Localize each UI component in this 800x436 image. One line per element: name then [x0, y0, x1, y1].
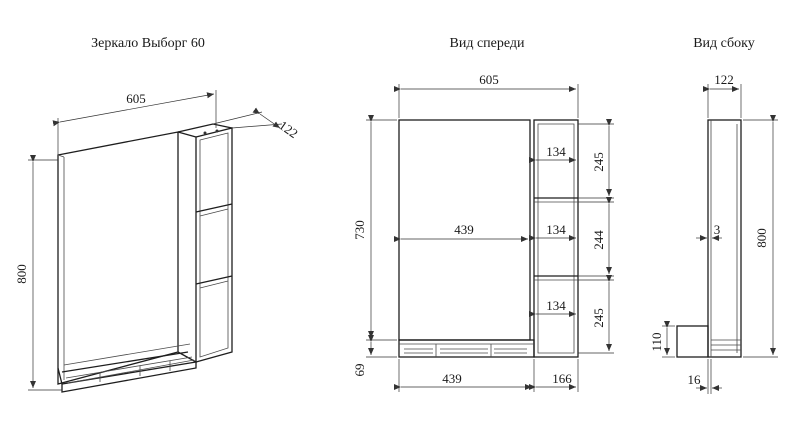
side-dim-depth-label: 122 — [714, 72, 734, 87]
iso-dim-depth-label: 122 — [276, 118, 301, 141]
side-base — [676, 325, 709, 358]
title-front-view: Вид спереди — [449, 36, 525, 51]
iso-shelf-2 — [195, 275, 233, 285]
iso-shelf-1 — [195, 203, 233, 213]
front-dim-shelf-3-label: 134 — [546, 298, 566, 313]
side-view: 122 800 3 110 16 — [649, 72, 778, 394]
side-dim-height-label: 800 — [754, 228, 769, 248]
front-dim-bottom-right-label: 166 — [552, 371, 572, 386]
front-dim-shelf-h3-label: 245 — [591, 308, 606, 328]
iso-light-1 — [203, 131, 207, 135]
title-side-view: Вид сбоку — [693, 36, 755, 51]
front-bottom-shelf — [398, 339, 535, 358]
side-dim-gap-label: 3 — [714, 222, 721, 237]
front-dim-plinth-label: 69 — [352, 364, 367, 377]
iso-cabinet-front — [195, 127, 233, 363]
title-main: Зеркало Выборг 60 — [91, 36, 205, 51]
side-dim-base-height-label: 110 — [649, 332, 664, 351]
front-dim-mirror-label: 439 — [454, 222, 474, 237]
side-dim-base-depth-label: 16 — [688, 372, 702, 387]
iso-cabinet-side — [177, 131, 197, 364]
front-dim-shelf-2-label: 134 — [546, 222, 566, 237]
front-dim-height-label: 730 — [352, 220, 367, 240]
iso-dim-width — [52, 92, 215, 127]
front-view: 605 730 69 439 134 134 134 245 244 245 — [352, 72, 614, 392]
front-dim-shelf-h1-label: 245 — [591, 152, 606, 172]
iso-cabinet-top — [177, 123, 233, 133]
front-dim-bottom-left-label: 439 — [442, 371, 462, 386]
iso-dim-height-label: 800 — [14, 264, 29, 284]
front-dim-shelf-h2-label: 244 — [591, 230, 606, 250]
isometric-view: 605 122 800 — [14, 90, 301, 393]
iso-light-2 — [215, 129, 219, 133]
iso-mirror-panel — [57, 131, 179, 385]
iso-base-front — [61, 362, 197, 393]
front-dim-shelf-1-label: 134 — [546, 144, 566, 159]
iso-dim-depth — [252, 107, 281, 129]
front-dim-width-label: 605 — [479, 72, 499, 87]
iso-dim-width-label: 605 — [126, 91, 146, 106]
side-body — [707, 119, 742, 358]
